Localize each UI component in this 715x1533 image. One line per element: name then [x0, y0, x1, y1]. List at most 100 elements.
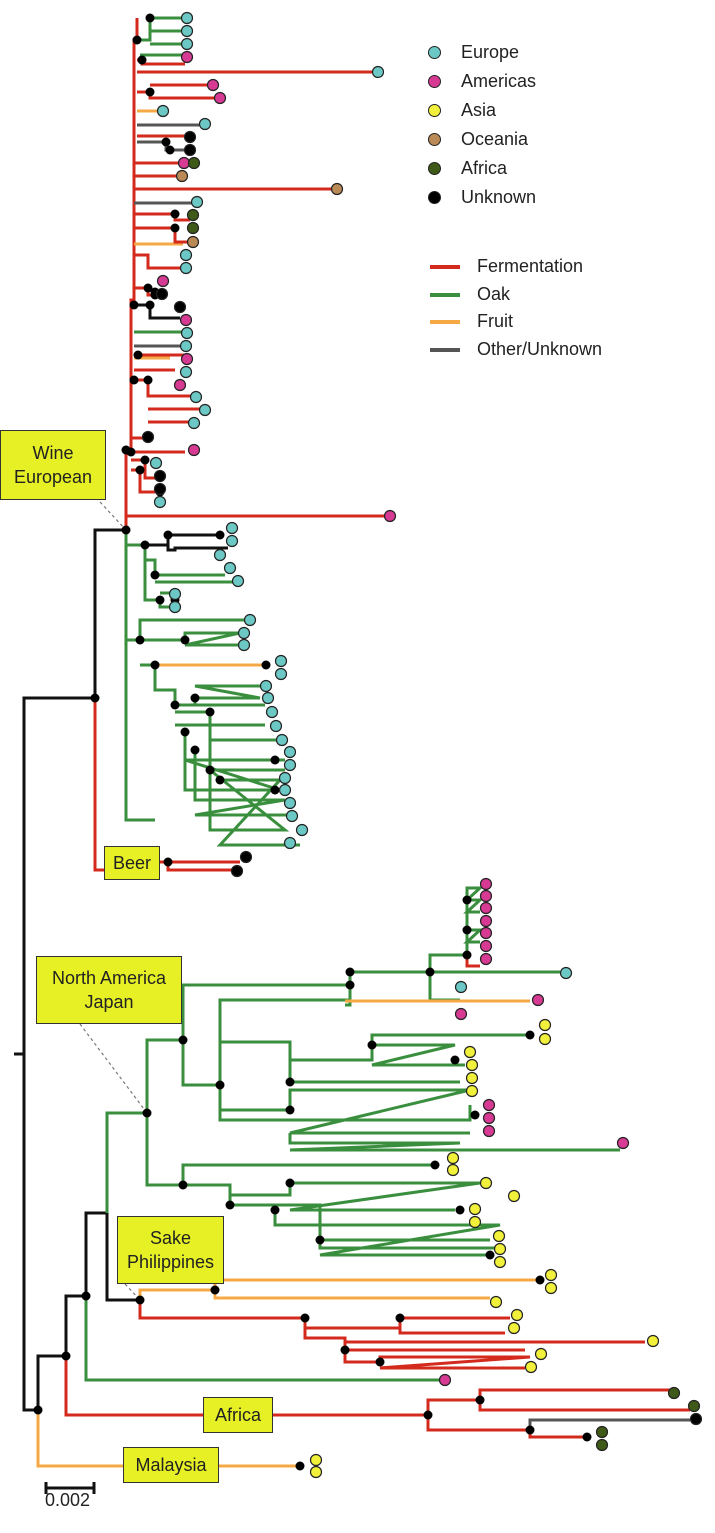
- legend-item-fermentation: Fermentation: [430, 256, 583, 277]
- branch-43: [137, 16, 185, 42]
- clade-label-malaysia: Malaysia: [123, 1447, 219, 1483]
- tip-circle: [468, 1215, 482, 1229]
- branch-29: [134, 226, 190, 244]
- tip-circle: [482, 1098, 496, 1112]
- node-dot: [205, 765, 215, 775]
- tip-circle: [667, 1386, 681, 1400]
- other-line-icon: [430, 347, 460, 352]
- tip-circle: [168, 587, 182, 601]
- branch-10: [84, 1296, 440, 1382]
- branch-97: [478, 1400, 690, 1412]
- node-dot: [137, 55, 147, 65]
- tip-circle: [454, 1007, 468, 1021]
- branch-94: [343, 1350, 531, 1370]
- tip-circle: [190, 195, 204, 209]
- tip-circle: [237, 638, 251, 652]
- branch-63: [205, 740, 290, 832]
- branch-99: [528, 1418, 690, 1430]
- tip-circle: [180, 326, 194, 340]
- tip-circle: [479, 1176, 493, 1190]
- branch-1: [22, 696, 95, 1412]
- tip-circle: [186, 208, 200, 222]
- branch-15: [131, 458, 160, 480]
- node-dot: [261, 660, 271, 670]
- branch-79: [345, 985, 352, 1007]
- legend-item-asia: Asia: [428, 100, 496, 121]
- tip-circle: [168, 600, 182, 614]
- branch-4: [36, 1354, 66, 1410]
- asia-dot-icon: [428, 104, 441, 117]
- node-dot: [135, 465, 145, 475]
- tip-circle: [465, 1071, 479, 1085]
- callout-leader: [99, 501, 127, 531]
- tip-circle: [187, 416, 201, 430]
- tip-circle: [595, 1425, 609, 1439]
- node-dot: [210, 1285, 220, 1295]
- node-dot: [285, 1178, 295, 1188]
- branch-84: [183, 1183, 490, 1242]
- branch-98: [426, 1415, 590, 1439]
- tip-circle: [544, 1281, 558, 1295]
- branch-27: [134, 253, 185, 270]
- node-dot: [81, 1291, 91, 1301]
- tip-circle: [153, 495, 167, 509]
- tip-circle: [180, 37, 194, 51]
- tip-circle: [156, 274, 170, 288]
- tip-circle: [446, 1163, 460, 1177]
- clade-label-north-america-japan: North America Japan: [36, 956, 182, 1024]
- legend-item-other: Other/Unknown: [430, 339, 602, 360]
- clade-label-beer: Beer: [104, 846, 160, 880]
- tip-circle: [179, 365, 193, 379]
- node-dot: [163, 530, 173, 540]
- branch-3: [93, 698, 105, 872]
- tip-circle: [231, 574, 245, 588]
- branch-25: [134, 303, 180, 320]
- tip-circle: [383, 509, 397, 523]
- tip-circle: [689, 1412, 703, 1426]
- node-dot: [270, 785, 280, 795]
- branch-77: [348, 970, 460, 1002]
- tip-circle: [482, 1111, 496, 1125]
- node-dot: [475, 1395, 485, 1405]
- tip-circle: [646, 1334, 660, 1348]
- tip-circle: [141, 430, 155, 444]
- branch-2: [93, 528, 126, 698]
- node-dot: [430, 1160, 440, 1170]
- node-dot: [170, 700, 180, 710]
- branch-74: [288, 1133, 620, 1152]
- node-dot: [423, 1410, 433, 1420]
- node-dot: [225, 1200, 235, 1210]
- europe-dot-icon: [428, 46, 441, 59]
- branch-54: [126, 618, 245, 642]
- tip-circle: [230, 864, 244, 878]
- node-dot: [582, 1432, 592, 1442]
- node-dot: [285, 1077, 295, 1087]
- branch-95: [398, 1328, 505, 1335]
- branch-88: [105, 1213, 140, 1302]
- node-dot: [178, 1035, 188, 1045]
- fermentation-line-icon: [430, 264, 460, 269]
- node-dot: [145, 13, 155, 23]
- node-dot: [205, 707, 215, 717]
- node-dot: [270, 1205, 280, 1215]
- oceania-dot-icon: [428, 133, 441, 146]
- tip-circle: [309, 1453, 323, 1467]
- tip-circle: [198, 403, 212, 417]
- node-dot: [270, 755, 280, 765]
- node-dot: [90, 693, 100, 703]
- tip-circle: [278, 771, 292, 785]
- node-dot: [163, 857, 173, 867]
- branch-72: [370, 1043, 465, 1067]
- tip-circle: [595, 1438, 609, 1452]
- branch-90: [213, 1290, 490, 1300]
- tip-circle: [510, 1308, 524, 1322]
- tip-circle: [479, 952, 493, 966]
- branch-82: [463, 928, 484, 944]
- branch-59: [175, 684, 265, 707]
- tip-circle: [489, 1295, 503, 1309]
- tip-circle: [463, 1045, 477, 1059]
- tip-circle: [156, 104, 170, 118]
- node-dot: [143, 375, 153, 385]
- legend-item-europe: Europe: [428, 42, 519, 63]
- node-dot: [180, 727, 190, 737]
